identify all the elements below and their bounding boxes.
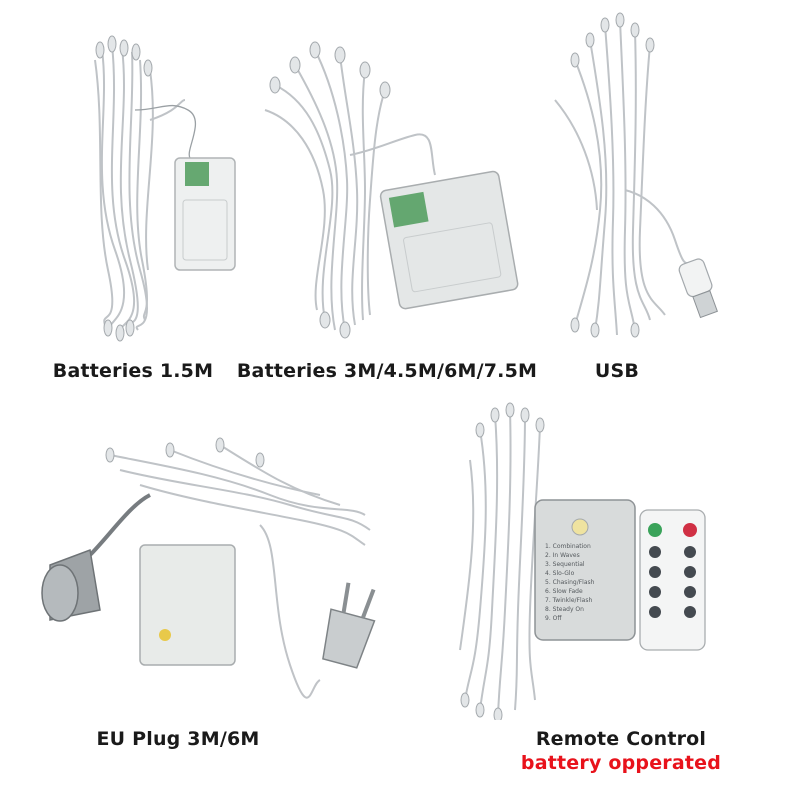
product-eu-plug	[20, 425, 380, 710]
remote-menu-item: 6. Slow Fade	[545, 588, 583, 595]
string-lights-image	[41, 437, 376, 699]
battery-box: 1. Combination 2. In Waves 3. Sequential 4.…	[534, 499, 636, 641]
product-remote-control: 1. Combination 2. In Waves 3. Sequential 4.…	[440, 400, 730, 720]
remote-menu-item: 8. Steady On	[545, 606, 584, 613]
remote-menu-item: 1. Combination	[545, 543, 591, 550]
controller-box	[139, 544, 236, 666]
remote-menu-item: 3. Sequential	[545, 561, 585, 568]
product-batteries-multi	[255, 30, 525, 350]
remote-menu-item: 4. Slo-Glo	[545, 570, 575, 577]
remote-control-icon	[639, 509, 706, 651]
remote-menu-item: 2. In Waves	[545, 552, 580, 559]
caption-usb: USB	[594, 360, 640, 382]
eu-plug-icon	[322, 582, 376, 669]
remote-menu-item: 7. Twinkle/Flash	[545, 597, 592, 604]
caption-batteries-1-5m: Batteries 1.5M	[52, 360, 214, 382]
caption-battery-operated: battery opperated	[520, 752, 722, 774]
battery-box	[379, 170, 519, 310]
remote-menu-item: 5. Chasing/Flash	[545, 579, 595, 586]
caption-batteries-multi: Batteries 3M/4.5M/6M/7.5M	[236, 360, 538, 382]
string-lights-image	[264, 41, 519, 339]
usb-plug-icon	[678, 258, 718, 319]
string-lights-image	[94, 35, 236, 342]
caption-remote-control: Remote Control	[535, 728, 707, 750]
string-lights-image	[554, 12, 718, 338]
product-usb	[545, 10, 745, 350]
product-batteries-1-5m	[60, 30, 250, 350]
eu-socket-icon	[41, 548, 101, 622]
string-lights-image: 1. Combination 2. In Waves 3. Sequential 4.…	[459, 402, 706, 720]
remote-menu-item: 9. Off	[545, 615, 562, 622]
caption-eu-plug: EU Plug 3M/6M	[96, 728, 260, 750]
